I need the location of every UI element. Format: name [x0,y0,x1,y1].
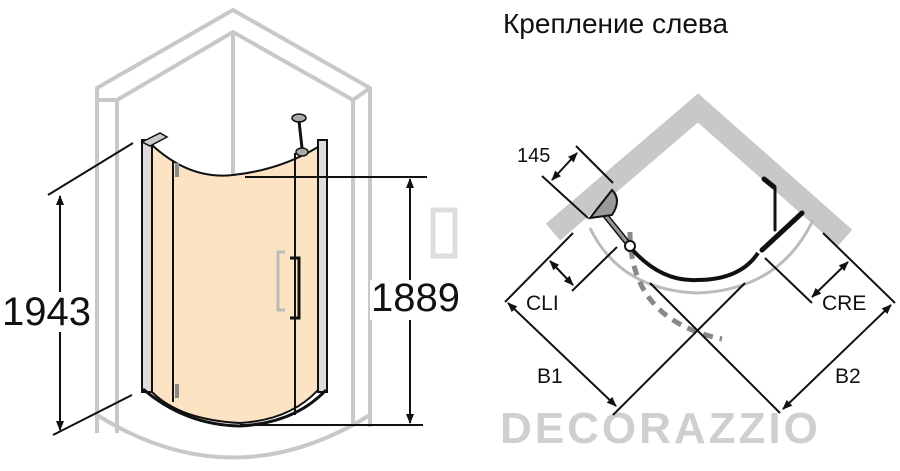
cli-label: CLI [526,292,559,315]
door-handle [290,256,301,320]
svg-text:DECORAZZIO: DECORAZZIO [500,404,821,453]
wall-bracket [140,132,169,147]
page-title: Крепление слева [503,8,728,39]
dimension-1943 [47,142,134,436]
dimension-b1 [507,282,746,416]
glass-arc [628,245,760,283]
dimension-145 [541,145,614,219]
right-profile [759,176,805,253]
tray-outline [588,219,815,295]
hinge-bottom [175,384,179,398]
fixture-offset-label: 145 [517,145,550,167]
shower-fixture-icon [587,188,636,252]
door-swing-arc [627,231,723,342]
b2-label: B2 [835,365,861,388]
watermark-logo: DECORAZZIO [430,207,821,453]
plan-wall [545,93,853,247]
left-wall-profile [141,139,153,393]
dimension-b2 [649,282,892,414]
height-glass-label: 1889 [371,276,460,320]
hinge-top [175,163,179,177]
glass-enclosure [140,132,328,428]
b1-label: B1 [537,365,563,388]
dimension-cre [764,232,896,304]
height-total-label: 1943 [2,290,91,334]
shower-head-icon [291,113,309,157]
dimension-cli [504,232,618,303]
cre-label: CRE [822,292,866,315]
